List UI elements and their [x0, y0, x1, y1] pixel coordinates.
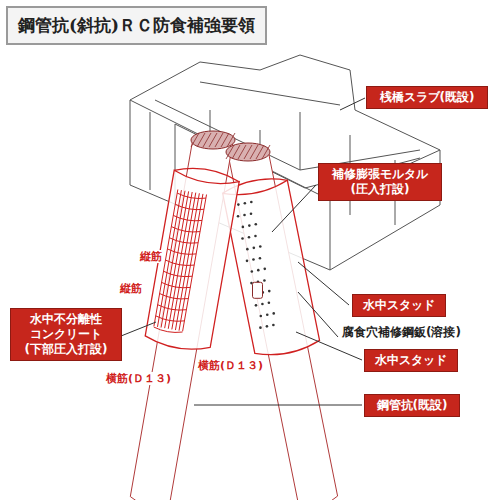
stud — [266, 325, 269, 328]
stud — [272, 324, 275, 327]
stud — [246, 260, 249, 263]
stud — [242, 226, 245, 229]
callout-text: 桟橋スラブ(既設) — [373, 90, 481, 105]
stud — [255, 223, 258, 226]
pile-head — [191, 131, 235, 149]
vertical-rebar — [168, 192, 192, 329]
stud — [237, 203, 240, 206]
stud — [257, 269, 260, 272]
callout-box: 鋼管抗(既設) — [364, 394, 460, 417]
stud — [268, 290, 271, 293]
callout-box: 水中不分離性 コンクリート (下部圧入打設) — [10, 308, 122, 361]
stud — [250, 201, 253, 204]
part-label: 縦筋 — [138, 250, 164, 263]
stud — [244, 202, 247, 205]
vertical-rebar — [175, 193, 199, 330]
stud — [252, 258, 255, 261]
hoop-rebar — [158, 305, 187, 310]
callout-box: 補修膨張モルタル (圧入打設) — [318, 163, 442, 201]
hoop-rebar — [165, 260, 194, 265]
hoop-rebar — [156, 316, 185, 321]
stud — [248, 224, 251, 227]
hoop-rebar — [162, 282, 191, 287]
stud — [259, 326, 262, 329]
stud — [263, 268, 266, 271]
hoop-rebar — [164, 271, 193, 276]
callout-text: 水中スタッド — [359, 298, 439, 313]
hoop-rebar — [169, 238, 198, 243]
part-label: 横筋(Ｄ１３) — [104, 372, 173, 385]
stud — [251, 270, 254, 273]
hoop-rebar — [171, 227, 200, 232]
callout-box: 桟橋スラブ(既設) — [366, 86, 488, 109]
stud — [268, 301, 271, 304]
stud — [272, 312, 275, 315]
vertical-rebar — [183, 195, 207, 332]
stud — [248, 236, 251, 239]
stud — [250, 212, 253, 215]
stud — [266, 313, 269, 316]
pile-head — [226, 143, 270, 161]
callout-text: 鋼管抗(既設) — [371, 398, 453, 413]
stud — [259, 257, 262, 260]
stud — [241, 237, 244, 240]
stud — [259, 245, 262, 248]
stud — [243, 214, 246, 217]
vertical-rebar — [172, 193, 196, 330]
hoop-rebar — [167, 249, 196, 254]
hoop-rebar — [173, 215, 202, 220]
leader-lines — [121, 98, 365, 405]
repair-plate — [253, 282, 263, 298]
hoop-rebar — [177, 193, 206, 198]
part-label: 縦筋 — [118, 282, 144, 295]
pile-rim — [174, 168, 239, 181]
part-label: 横筋(Ｄ１３) — [196, 359, 265, 372]
stud — [255, 304, 258, 307]
callout-text: 補修膨張モルタル (圧入打設) — [325, 167, 435, 197]
vertical-rebar — [165, 191, 189, 328]
callout-text: 水中不分離性 コンクリート (下部圧入打設) — [17, 312, 115, 357]
stud — [237, 215, 240, 218]
title: 鋼管抗(斜抗)ＲＣ防食補強要領 — [6, 6, 267, 45]
callout-text: 水中スタッド — [371, 353, 451, 368]
callout-box: 水中スタッド — [364, 349, 458, 372]
part-label: 腐食穴補修鋼鈑(溶接) — [340, 325, 463, 339]
stud — [263, 279, 266, 282]
stud — [261, 303, 264, 306]
stud — [259, 315, 262, 318]
stud — [253, 247, 256, 250]
hoop-rebar — [160, 294, 189, 299]
hoop-rebar — [175, 204, 204, 209]
vertical-rebar — [161, 191, 185, 328]
stud — [246, 248, 249, 251]
stud — [254, 235, 257, 238]
callout-box: 水中スタッド — [352, 294, 446, 317]
hatch — [262, 145, 270, 159]
hoop-rebar — [154, 327, 183, 332]
